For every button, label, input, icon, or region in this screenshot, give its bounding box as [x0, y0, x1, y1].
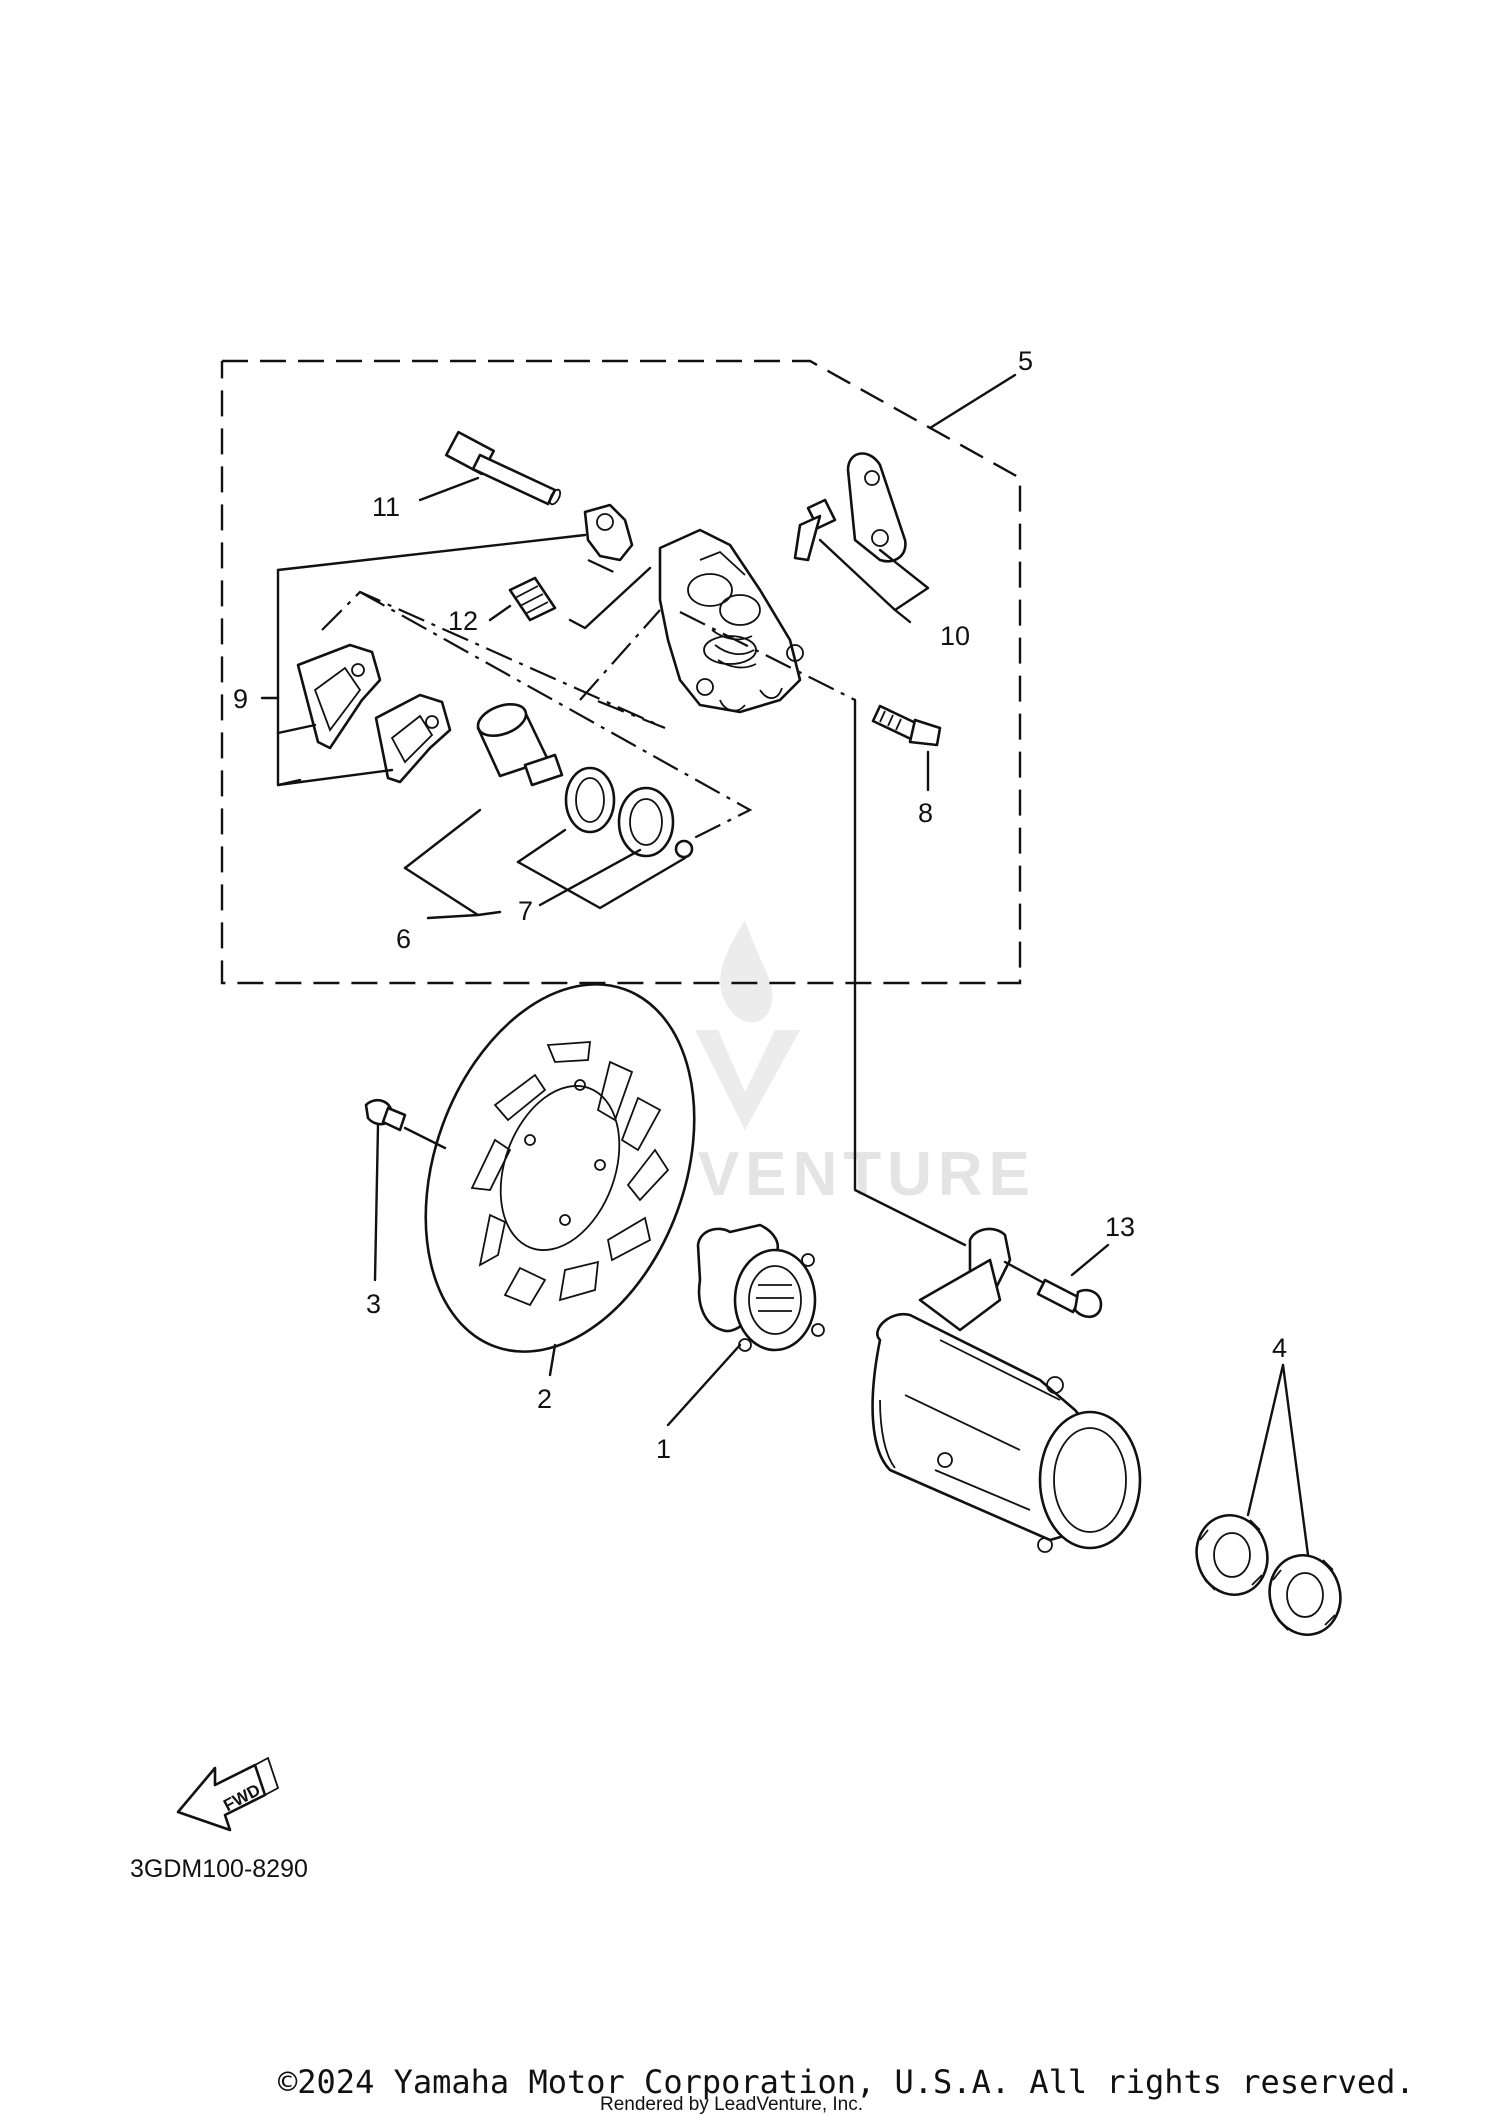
- leader-5: [928, 373, 1017, 430]
- brake-pad-inner: [374, 693, 452, 784]
- dust-seal: [617, 786, 675, 858]
- small-seal: [674, 839, 694, 859]
- piston-seal: [564, 766, 616, 834]
- caliper-piston: [476, 703, 564, 787]
- rear-axle-housing: [871, 1227, 1142, 1553]
- fwd-arrow-icon: FWD: [176, 1756, 280, 1832]
- caliper-assembly-boundary: [220, 359, 1022, 985]
- callout-13: 13: [1105, 1212, 1135, 1242]
- leader-1: [666, 1343, 742, 1427]
- callout-3: 3: [366, 1289, 381, 1319]
- leader-lines: [260, 476, 967, 1247]
- callout-6: 6: [396, 924, 411, 954]
- pad-holder: [793, 452, 907, 563]
- axle-nut-2: [1268, 1554, 1342, 1636]
- caliper-bolt: [871, 704, 942, 747]
- caliper-body: [658, 528, 804, 714]
- brake-pad-outer: [296, 643, 382, 750]
- callout-12: 12: [448, 606, 478, 636]
- watermark-flame-icon: [720, 920, 773, 1023]
- axle-nut-1: [1195, 1514, 1269, 1596]
- callout-8: 8: [918, 798, 933, 828]
- copyright-text: ©2024 Yamaha Motor Corporation, U.S.A. A…: [278, 2063, 1415, 2101]
- bleed-screw: [508, 576, 557, 622]
- callout-2: 2: [537, 1384, 552, 1414]
- caliper-bracket: [583, 503, 634, 562]
- watermark-v-icon: [695, 1030, 800, 1130]
- diagram-code: 3GDM100-8290: [130, 1855, 308, 1883]
- leader-2: [548, 1343, 557, 1377]
- leader-3: [373, 1123, 380, 1282]
- callout-5: 5: [1018, 346, 1033, 376]
- caliper-pin: [444, 430, 562, 506]
- callout-1: 1: [656, 1434, 671, 1464]
- axle-holder-bolt: [1003, 1243, 1110, 1319]
- disc-bolt: [364, 1098, 447, 1150]
- callout-9: 9: [233, 684, 248, 714]
- nut-leaders: [1246, 1363, 1310, 1557]
- callout-4: 4: [1272, 1333, 1287, 1363]
- sprocket-hub: [696, 1223, 825, 1352]
- brake-disc: [424, 983, 696, 1353]
- rendered-by-text: Rendered by LeadVenture, Inc.: [600, 2094, 863, 2115]
- callout-7: 7: [518, 896, 533, 926]
- callout-10: 10: [940, 621, 970, 651]
- callout-11: 11: [372, 492, 400, 522]
